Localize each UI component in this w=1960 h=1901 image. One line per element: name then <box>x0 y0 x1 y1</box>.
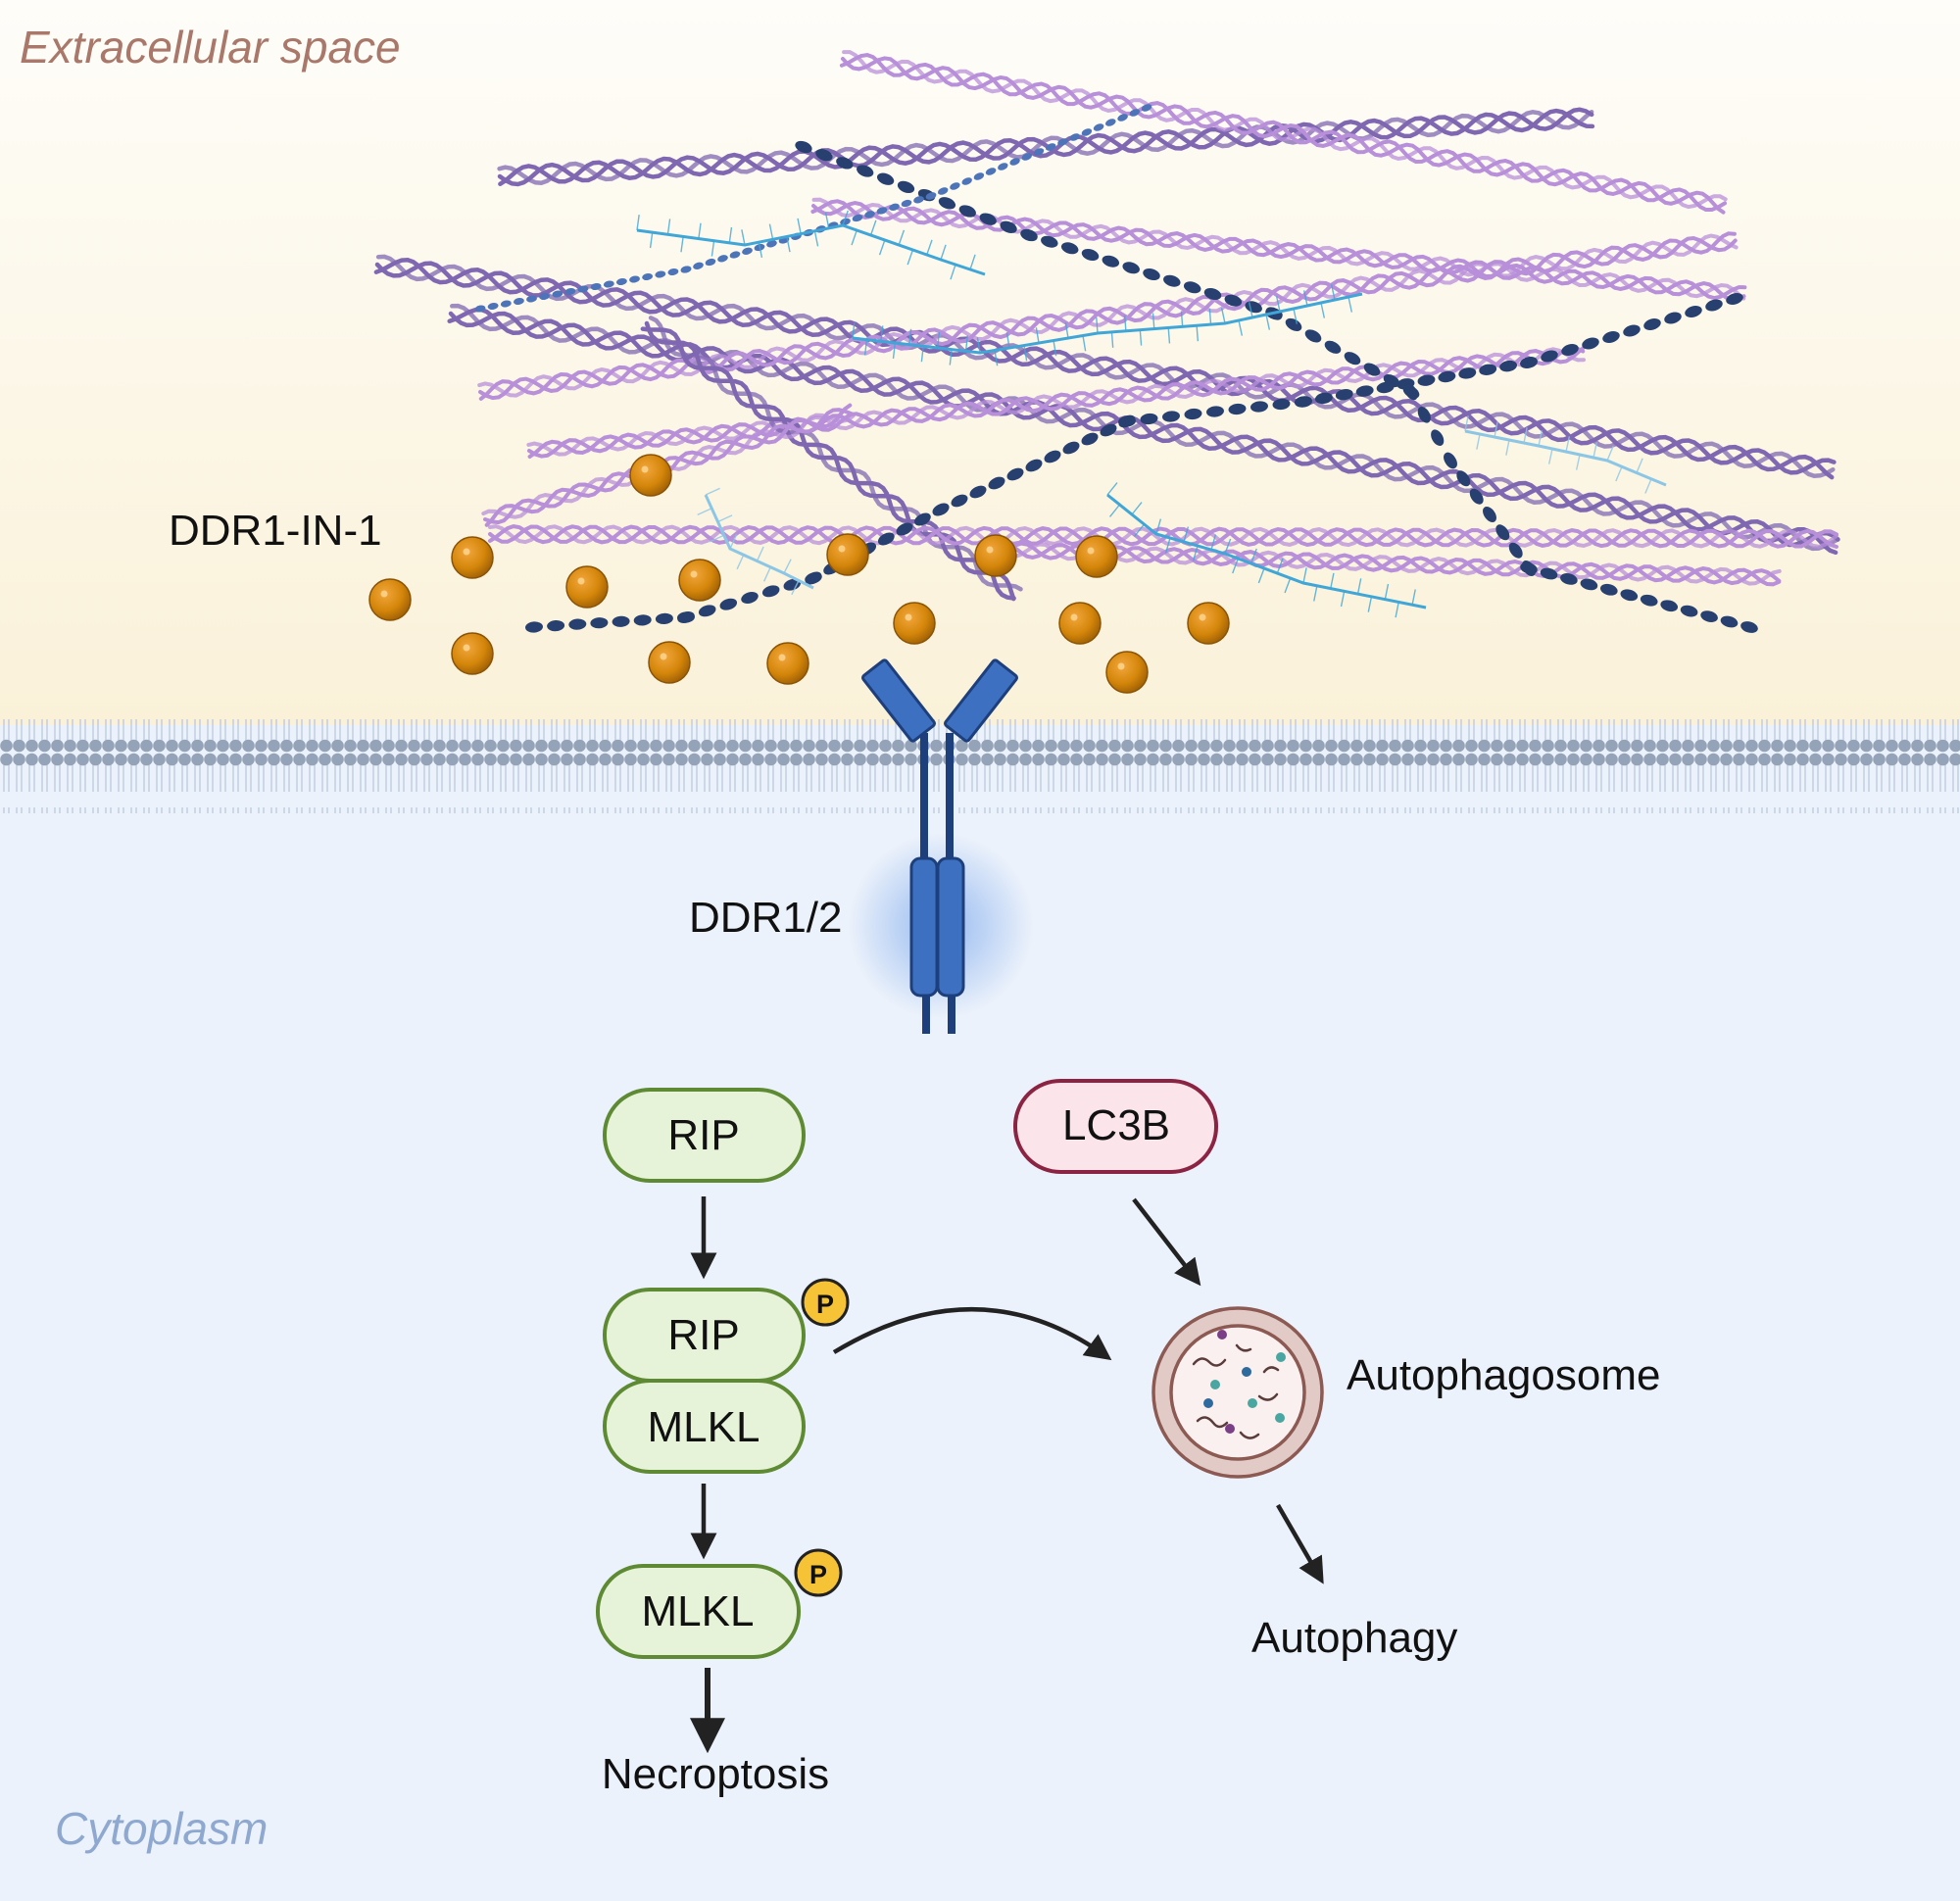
extracellular-background <box>0 0 1960 725</box>
rip-label: RIP <box>667 1111 739 1159</box>
necroptosis-label: Necroptosis <box>602 1750 829 1798</box>
phosphorylated-rip-node: RIP <box>603 1288 806 1383</box>
autophagy-label: Autophagy <box>1251 1614 1457 1662</box>
drug-molecule <box>629 454 672 497</box>
arrow-lc3b-to-autophagosome <box>1132 1197 1201 1287</box>
drug-molecule <box>648 641 691 684</box>
collagen-fiber-6 <box>526 345 1586 459</box>
arrow-rip-mlkl-to-autophagosome <box>832 1307 1112 1361</box>
drug-molecule <box>451 536 494 579</box>
glycan-chain-5 <box>697 487 814 596</box>
extracellular-label: Extracellular space <box>20 22 401 73</box>
beaded-fiber-1 <box>525 293 1743 633</box>
collagen-fiber-1 <box>497 107 1595 187</box>
collagen-fiber-7 <box>640 316 1023 602</box>
beaded-fiber-3 <box>474 104 1152 313</box>
drug-molecule <box>1075 535 1118 578</box>
mlkl-node: MLKL <box>603 1379 806 1474</box>
cytoplasm-label: Cytoplasm <box>55 1803 268 1854</box>
phosphorylated-mlkl-node: MLKL <box>596 1564 801 1659</box>
mlkl-p-label: MLKL <box>642 1587 755 1635</box>
glycan-chain-2 <box>852 284 1363 366</box>
ddr1-2-receptor <box>848 658 1034 1034</box>
beaded-fiber-2 <box>795 140 1758 633</box>
autophagosome <box>1152 1306 1324 1479</box>
glycan-chain-3 <box>1106 482 1427 618</box>
drug-molecule <box>766 642 809 685</box>
receptor-label: DDR1/2 <box>689 894 843 942</box>
drug-molecule <box>368 578 412 621</box>
extracellular-matrix <box>373 50 1840 633</box>
drug-molecule <box>1187 602 1230 645</box>
phospho-badge-mlkl: P <box>794 1548 843 1597</box>
drug-molecule <box>1058 602 1102 645</box>
drug-molecule <box>451 632 494 675</box>
receptor-arm-left <box>861 658 936 743</box>
collagen-fiber-3 <box>373 254 1837 480</box>
arrow-autophagosome-to-autophagy <box>1276 1503 1324 1584</box>
plasma-membrane <box>0 719 1960 813</box>
phospho-badge-rip: P <box>801 1278 850 1327</box>
mlkl-label: MLKL <box>648 1403 760 1451</box>
ddr1-in-1-molecules <box>368 454 1230 694</box>
drug-molecule <box>974 534 1017 577</box>
drug-molecule <box>826 533 869 576</box>
inhibitor-label: DDR1-IN-1 <box>169 507 382 555</box>
lc3b-node: LC3B <box>1013 1079 1218 1174</box>
lc3b-label: LC3B <box>1062 1101 1170 1149</box>
autophagosome-cargo <box>1192 1330 1286 1439</box>
drug-molecule <box>1105 651 1149 694</box>
collagen-fiber-2 <box>839 50 1728 215</box>
rip-p-label: RIP <box>667 1311 739 1359</box>
glycan-chain-1 <box>636 210 986 280</box>
collagen-fiber-8 <box>488 524 1838 549</box>
drug-molecule <box>893 602 936 645</box>
phospho-badge-rip-label: P <box>816 1290 834 1319</box>
receptor-kinase-domain-right <box>936 856 965 998</box>
autophagosome-label: Autophagosome <box>1347 1351 1660 1399</box>
drug-molecule <box>565 565 609 609</box>
rip-node: RIP <box>603 1088 806 1183</box>
glycan-chain-4 <box>1464 415 1667 494</box>
phospho-badge-mlkl-label: P <box>809 1560 827 1589</box>
receptor-arm-right <box>944 658 1018 743</box>
receptor-kinase-domain-left <box>909 856 939 998</box>
drug-molecule <box>678 559 721 602</box>
